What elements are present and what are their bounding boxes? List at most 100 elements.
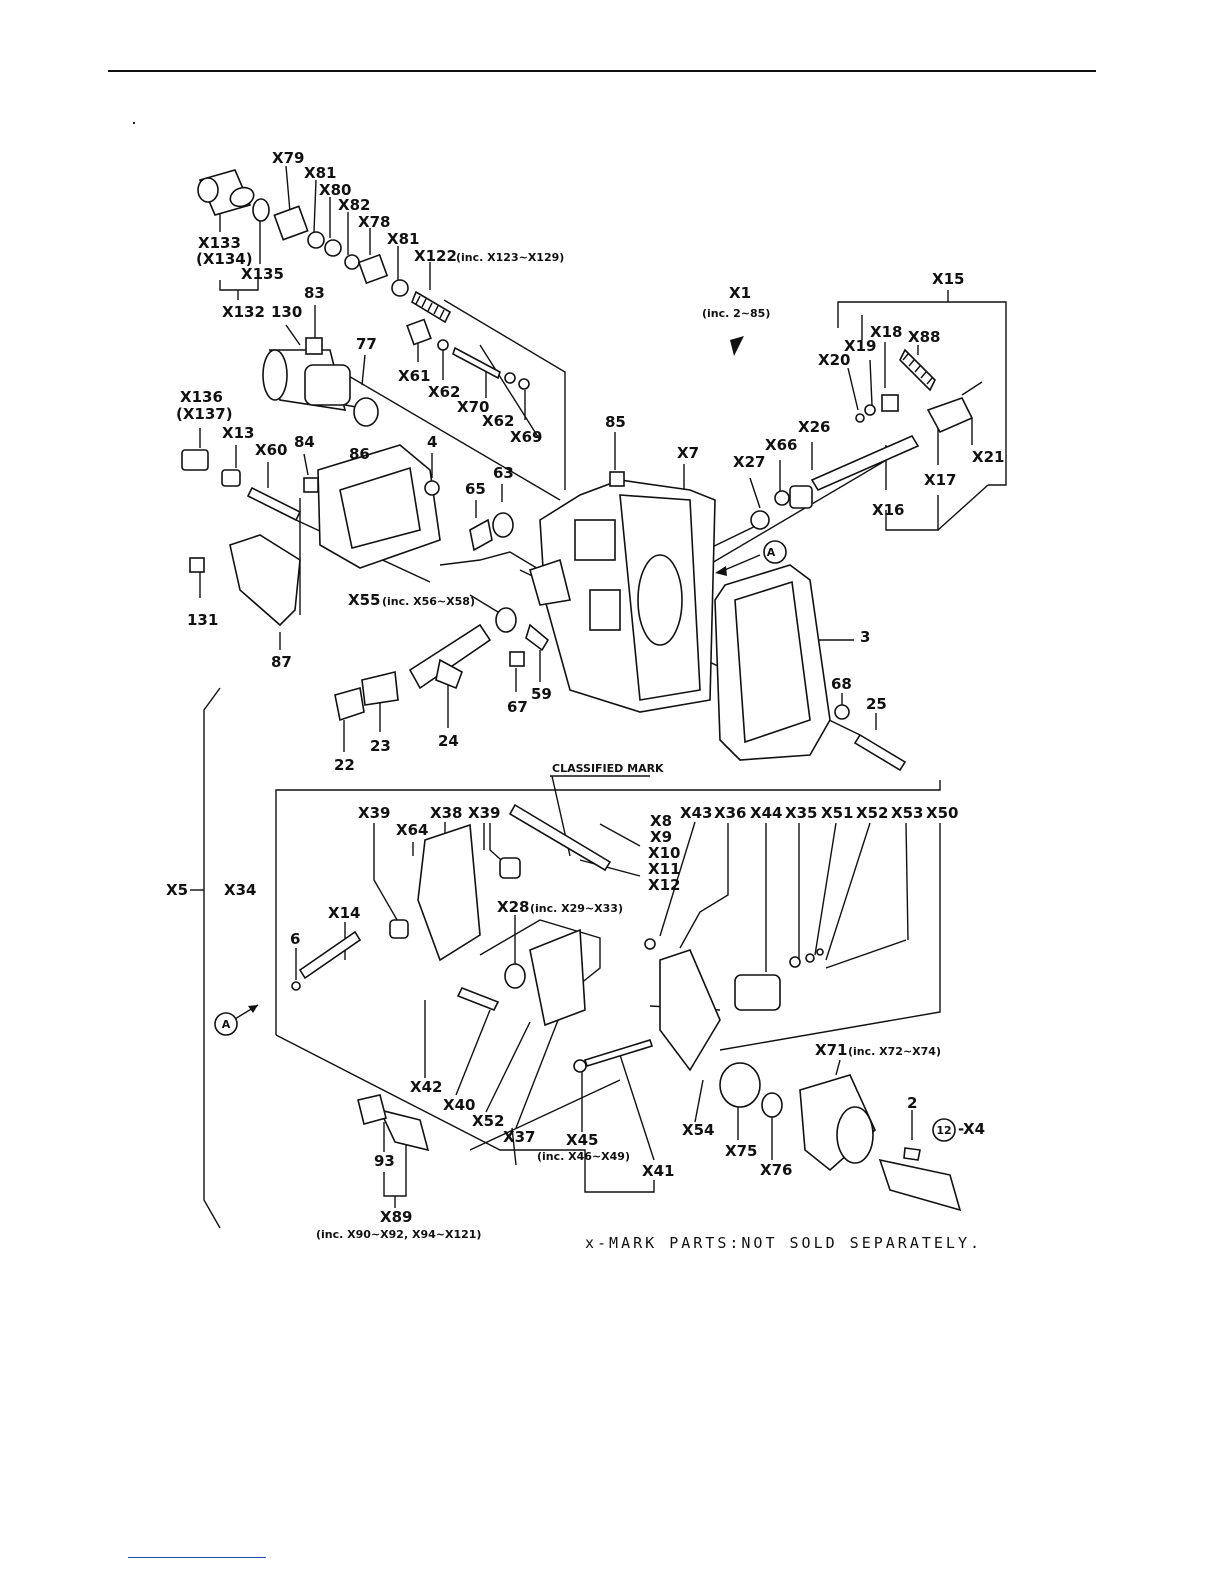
callout-131: 131 xyxy=(187,611,218,629)
washer-part xyxy=(324,239,342,257)
callout-X39: X39 xyxy=(468,804,500,822)
callout-X45: X45 xyxy=(566,1131,598,1149)
callout-X12: X12 xyxy=(648,876,680,894)
bolt-head xyxy=(305,337,323,355)
callout-93: 93 xyxy=(374,1152,395,1170)
washer-part xyxy=(864,404,876,416)
callout-X69: X69 xyxy=(510,428,542,446)
callout-87: 87 xyxy=(271,653,292,671)
fitting-part xyxy=(221,469,241,487)
washer-part xyxy=(495,607,517,633)
nut-part xyxy=(273,205,309,241)
callout-X26: X26 xyxy=(798,418,830,436)
callout-X34: X34 xyxy=(224,881,256,899)
plug-part xyxy=(334,686,365,722)
bolt-head xyxy=(189,557,205,573)
callout-77: 77 xyxy=(356,335,377,353)
callout-X52: X52 xyxy=(472,1112,504,1130)
callout-X28-inc: (inc. X29~X33) xyxy=(530,902,623,915)
flange-part xyxy=(719,1062,761,1108)
ref-circle-a xyxy=(214,1012,238,1036)
washer-part xyxy=(504,963,526,989)
callout-X1-inc: (inc. 2~85) xyxy=(702,307,770,320)
callout-X9: X9 xyxy=(650,828,672,846)
shaft-part xyxy=(878,1158,962,1212)
spring-part xyxy=(452,346,501,380)
callout-X78: X78 xyxy=(358,213,390,231)
ref-label-12: 12 xyxy=(936,1124,951,1137)
callout-X62: X62 xyxy=(482,412,514,430)
o-ring xyxy=(353,397,379,427)
callout-X52: X52 xyxy=(856,804,888,822)
callout-X79: X79 xyxy=(272,149,304,167)
spring-part xyxy=(378,1108,430,1152)
key-part xyxy=(903,1147,921,1161)
callout-X50: X50 xyxy=(926,804,958,822)
washer-part xyxy=(344,254,360,270)
callout-X70: X70 xyxy=(457,398,489,416)
callout-130: 130 xyxy=(271,303,302,321)
callout-X136: X136 xyxy=(180,388,223,406)
washer-part xyxy=(518,378,530,390)
shaft-part xyxy=(810,434,920,492)
shaft-part xyxy=(298,930,362,980)
callout-63: 63 xyxy=(493,464,514,482)
bolt-head xyxy=(303,477,319,493)
callout-X37: X37 xyxy=(503,1128,535,1146)
washer-part xyxy=(504,372,516,384)
callout-X89-inc: (inc. X90~X92, X94~X121) xyxy=(316,1228,481,1241)
callout-X53: X53 xyxy=(891,804,923,822)
nut-part xyxy=(834,704,850,720)
callout-X71: X71 xyxy=(815,1041,847,1059)
spring-part xyxy=(246,486,302,522)
callout-85: 85 xyxy=(605,413,626,431)
callout-X89: X89 xyxy=(380,1208,412,1226)
callout-X21: X21 xyxy=(972,448,1004,466)
washer-part xyxy=(789,956,801,968)
gasket-part xyxy=(714,564,831,761)
callout-23: 23 xyxy=(370,737,391,755)
callout-X40: X40 xyxy=(443,1096,475,1114)
link-part xyxy=(508,803,612,872)
housing-part xyxy=(529,479,716,713)
callout-X82: X82 xyxy=(338,196,370,214)
callout-83: 83 xyxy=(304,284,325,302)
lever-part xyxy=(529,928,586,1027)
callout-X43: X43 xyxy=(680,804,712,822)
bolt-head xyxy=(469,518,493,552)
callout-X75: X75 xyxy=(725,1142,757,1160)
callout-X55-inc: (inc. X56~X58) xyxy=(382,595,475,608)
parts-drawing xyxy=(181,169,983,1212)
callout-X55: X55 xyxy=(348,591,380,609)
callout-labels: X79 X81 X80 X82 X78 X81 X122 (inc. X123~… xyxy=(166,149,1004,1252)
callout-X10: X10 xyxy=(648,844,680,862)
washer-part xyxy=(805,953,815,963)
callout-3: 3 xyxy=(860,628,870,646)
callout-X42: X42 xyxy=(410,1078,442,1096)
ref-label-a: A xyxy=(767,546,776,559)
callout-X60: X60 xyxy=(255,441,287,459)
clip-part xyxy=(816,948,824,956)
spring-part xyxy=(456,986,500,1012)
classified-mark-label: CLASSIFIED MARK xyxy=(552,762,664,775)
callout-X39: X39 xyxy=(358,804,390,822)
callout-X14: X14 xyxy=(328,904,360,922)
callout-X5: X5 xyxy=(166,881,188,899)
callout-X1: X1 xyxy=(729,284,751,302)
washer-part xyxy=(761,1092,783,1118)
nut-part xyxy=(406,318,432,346)
callout-2: 2 xyxy=(907,1094,917,1112)
callout-X88: X88 xyxy=(908,328,940,346)
o-ring xyxy=(252,198,270,222)
weight-assembly-part xyxy=(799,1074,876,1172)
callout-4: 4 xyxy=(427,433,437,451)
nut-part xyxy=(357,253,389,285)
washer-part xyxy=(437,339,449,351)
callout-25: 25 xyxy=(866,695,887,713)
callout-67: 67 xyxy=(507,698,528,716)
callout-X61: X61 xyxy=(398,367,430,385)
washer-part xyxy=(307,231,325,249)
nut-part xyxy=(357,1094,387,1125)
callout-X80: X80 xyxy=(319,181,351,199)
